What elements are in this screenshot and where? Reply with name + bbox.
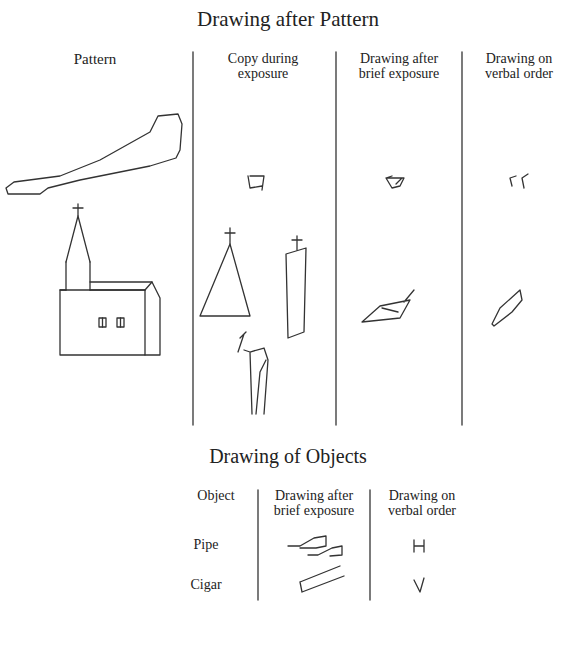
cigar-brief: [300, 566, 344, 592]
church-verbal: [492, 290, 522, 326]
section-heading: Drawing of Objects: [138, 446, 438, 467]
shoe-copy: [248, 176, 264, 190]
column-header: Pattern: [45, 52, 145, 68]
column-header: Object: [179, 489, 253, 504]
church-copy: [200, 228, 306, 414]
church-pattern: [60, 204, 160, 355]
column-header: Drawing after brief exposure: [262, 489, 366, 518]
column-divider: [335, 52, 336, 425]
cigar-verbal: [414, 578, 424, 592]
row-label: Pipe: [171, 538, 241, 553]
column-divider: [192, 52, 193, 425]
column-header: Drawing on verbal order: [374, 489, 470, 518]
pipe-brief: [308, 546, 342, 556]
column-header: Copy during exposure: [207, 52, 319, 81]
church-brief: [362, 290, 414, 322]
shoe-brief: [386, 176, 404, 188]
column-header: Drawing after brief exposure: [345, 52, 453, 81]
row-label: Cigar: [171, 578, 241, 593]
column-divider: [257, 490, 258, 600]
figure-title: Drawing after Pattern: [88, 8, 488, 30]
pipe-brief: [288, 536, 326, 548]
column-divider: [461, 52, 462, 425]
shoe-verbal: [510, 174, 528, 188]
column-header: Drawing on verbal order: [469, 52, 569, 81]
column-divider: [369, 490, 370, 600]
shoe-pattern: [6, 114, 182, 194]
pipe-verbal: [414, 540, 424, 552]
